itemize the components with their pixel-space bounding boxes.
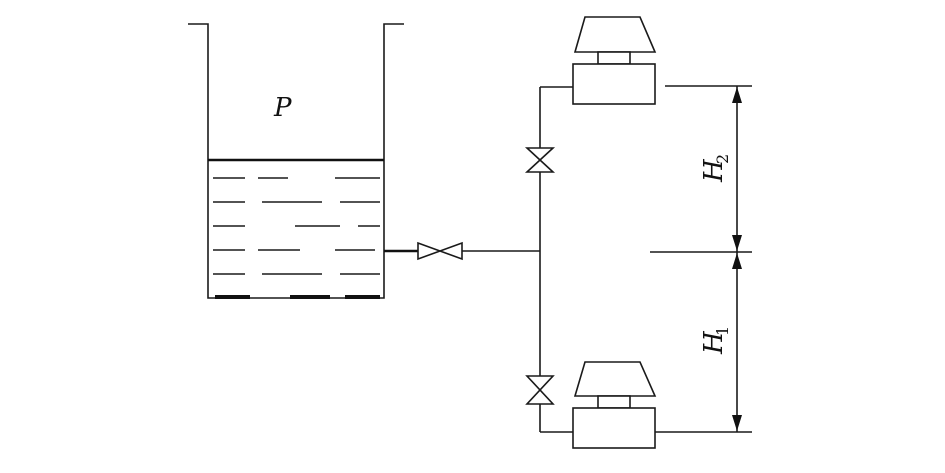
lower-burner-hood [573, 361, 657, 397]
upper-burner-neck [597, 51, 631, 65]
tank: P [188, 23, 404, 299]
upper-burner [572, 16, 657, 105]
lower-burner-body [572, 407, 656, 449]
upper-valve-icon [524, 147, 556, 173]
dimension-h2: H 2 [699, 86, 742, 252]
dimension-h1: H 1 [699, 252, 742, 432]
h1-arrow-top [732, 253, 742, 269]
main-valve-icon [417, 241, 463, 261]
lower-burner [572, 361, 657, 449]
pressure-label: P [273, 93, 292, 123]
h2-label: H [699, 158, 729, 183]
liquid-dashes [213, 177, 380, 299]
upper-burner-body [572, 63, 656, 105]
h2-subscript: 2 [713, 154, 732, 164]
h1-subscript: 1 [713, 326, 732, 336]
lower-valve-icon [525, 375, 555, 405]
h2-arrow-top [732, 87, 742, 103]
h1-arrow-bottom [732, 415, 742, 431]
h1-label: H [699, 330, 729, 355]
h2-arrow-bottom [732, 235, 742, 251]
upper-burner-hood [573, 16, 657, 53]
lower-burner-neck [597, 395, 631, 409]
